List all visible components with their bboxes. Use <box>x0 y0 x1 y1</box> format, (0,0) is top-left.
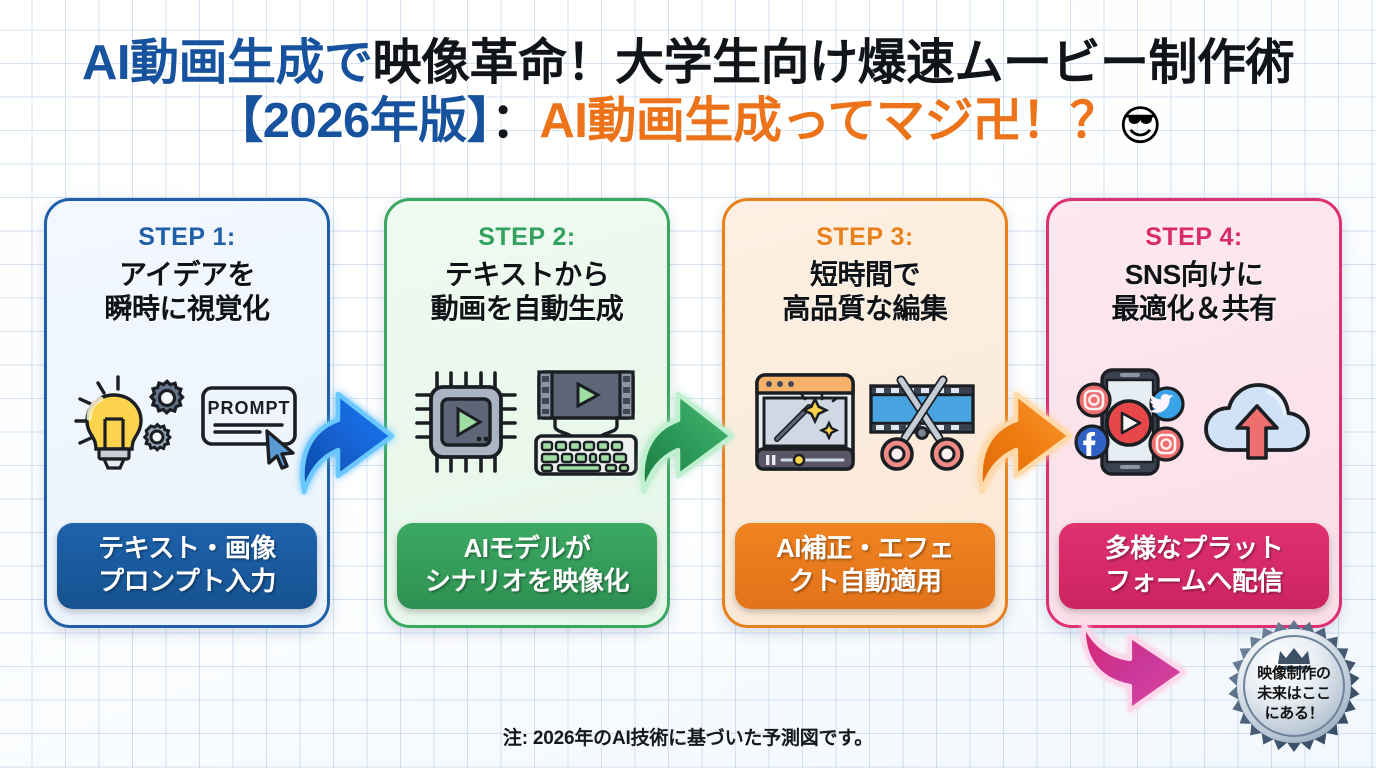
step-2-footer-badge[interactable]: AIモデルが シナリオを映像化 <box>397 523 657 609</box>
lightbulb-gears-icon <box>68 369 188 480</box>
filmstrip-keyboard-icon <box>529 366 641 483</box>
title-subtitle: AI動画生成ってマジ卍！？ <box>539 94 1119 148</box>
step-card-1[interactable]: STEP 1: アイデアを 瞬時に視覚化 <box>44 198 330 628</box>
step-3-headline-line2: 高品質な編集 <box>782 293 948 324</box>
crown-icon <box>1278 648 1310 664</box>
seal-line-2: 未来はここ <box>1257 685 1331 702</box>
sunglasses-emoji-icon: 😎 <box>1118 102 1162 149</box>
step-1-headline-line1: アイデアを <box>118 259 256 290</box>
arrow-step4-to-seal <box>1078 618 1208 722</box>
seal-badge: 映像制作の 未来はここ にある！ <box>1226 618 1362 754</box>
step-4-footer-line1: 多様なプラット <box>1104 533 1284 563</box>
step-4-headline: SNS向けに 最適化＆共有 <box>1111 258 1277 326</box>
step-card-2[interactable]: STEP 2: テキストから 動画を自動生成 <box>384 198 670 628</box>
title-line-2: 【2026年版】：AI動画生成ってマジ卍！？😎 <box>0 92 1376 155</box>
step-2-headline-line2: 動画を自動生成 <box>430 293 624 324</box>
title-part-black: 映像革命！大学生向け爆速ムービー制作術 <box>372 36 1295 90</box>
step-card-3[interactable]: STEP 3: 短時間で 高品質な編集 <box>722 198 1008 628</box>
step-1-headline: アイデアを 瞬時に視覚化 <box>104 258 270 326</box>
title-part-blue: AI動画生成で <box>81 36 373 90</box>
ai-chip-play-icon <box>413 369 519 480</box>
title-line-1: AI動画生成で映像革命！大学生向け爆速ムービー制作術 <box>0 34 1376 92</box>
step-card-4[interactable]: STEP 4: SNS向けに 最適化＆共有 <box>1046 198 1342 628</box>
filmstrip-scissors-icon <box>867 370 977 479</box>
seal-line-3: にある！ <box>1264 705 1324 722</box>
step-1-footer-line2: プロンプト入力 <box>98 566 276 596</box>
steps-container: STEP 1: アイデアを 瞬時に視覚化 <box>0 198 1376 630</box>
step-4-icons <box>1049 326 1339 523</box>
step-3-headline-line1: 短時間で <box>809 259 921 290</box>
page-title: AI動画生成で映像革命！大学生向け爆速ムービー制作術 【2026年版】：AI動画… <box>0 34 1376 155</box>
step-4-footer-line2: フォームへ配信 <box>1105 566 1283 596</box>
step-3-footer-line1: AI補正・エフェ <box>775 533 955 563</box>
prompt-box-cursor-icon: PROMPT <box>198 374 306 475</box>
title-year-bracket: 【2026年版】 <box>214 94 491 148</box>
step-2-headline-line1: テキストから <box>444 259 610 290</box>
step-1-label: STEP 1: <box>138 223 236 251</box>
step-3-headline: 短時間で 高品質な編集 <box>782 258 948 326</box>
cloud-upload-icon <box>1200 376 1316 473</box>
step-1-headline-line2: 瞬時に視覚化 <box>104 293 270 324</box>
step-1-icons: PROMPT <box>47 326 327 523</box>
step-4-headline-line1: SNS向けに <box>1124 259 1264 290</box>
phone-social-icons-icon <box>1072 366 1190 483</box>
arrow-step1-to-step2 <box>286 376 404 496</box>
video-editor-magicwand-icon <box>753 371 857 478</box>
step-2-footer-line2: シナリオを映像化 <box>424 566 630 596</box>
step-2-footer-line1: AIモデルが <box>463 533 591 563</box>
step-1-footer-line1: テキスト・画像 <box>98 533 276 563</box>
seal-text: 映像制作の 未来はここ にある！ <box>1226 664 1362 724</box>
step-1-footer-badge[interactable]: テキスト・画像 プロンプト入力 <box>57 523 317 609</box>
step-2-headline: テキストから 動画を自動生成 <box>431 258 624 326</box>
step-4-headline-line2: 最適化＆共有 <box>1111 293 1277 324</box>
step-3-footer-badge[interactable]: AI補正・エフェ クト自動適用 <box>735 523 995 609</box>
arrow-step3-to-step4 <box>964 376 1082 496</box>
seal-line-1: 映像制作の <box>1257 665 1331 682</box>
arrow-step2-to-step3 <box>626 376 744 496</box>
step-4-label: STEP 4: <box>1145 223 1243 251</box>
footnote: 注: 2026年のAI技術に基づいた予測図です。 <box>502 728 874 749</box>
prompt-label: PROMPT <box>207 398 290 418</box>
step-3-label: STEP 3: <box>816 223 914 251</box>
step-2-label: STEP 2: <box>478 223 576 251</box>
title-colon: ： <box>490 94 540 148</box>
step-2-icons <box>387 326 667 523</box>
step-3-footer-line2: クト自動適用 <box>788 566 942 596</box>
step-4-footer-badge[interactable]: 多様なプラット フォームへ配信 <box>1059 523 1329 609</box>
step-3-icons <box>725 326 1005 523</box>
